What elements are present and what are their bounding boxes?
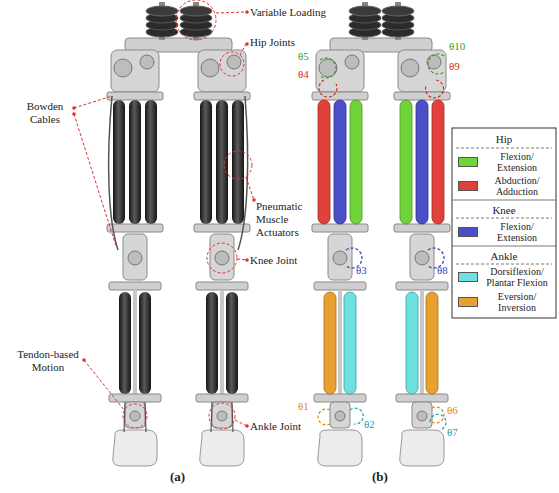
legend-swatch [458, 157, 478, 167]
callout-label: Ankle Joint [250, 420, 301, 433]
callout-label: Pneumatic Muscle Actuators [256, 200, 314, 239]
panel-label: (a) [170, 470, 185, 483]
angle-label: θ3 [356, 264, 367, 277]
angle-label: θ10 [449, 40, 465, 53]
legend-text: Abduction/ Adduction [482, 175, 552, 197]
angle-label: θ2 [364, 418, 375, 431]
angle-label: θ9 [449, 60, 460, 73]
legend-swatch [458, 297, 478, 307]
angle-label: θ8 [437, 264, 448, 277]
panel-label: (b) [372, 470, 388, 483]
legend-text: Flexion/ Extension [482, 221, 552, 243]
angle-label: θ5 [298, 50, 309, 63]
angle-label: θ4 [298, 68, 309, 81]
legend-text: Flexion/ Extension [482, 151, 552, 173]
legend-swatch [458, 227, 478, 237]
legend-swatch [458, 181, 478, 191]
angle-label: θ7 [447, 426, 458, 439]
angle-label: θ1 [298, 400, 309, 413]
callout-label: Tendon-based Motion [12, 348, 84, 374]
callout-label: Bowden Cables [18, 100, 72, 126]
callout-label: Variable Loading [250, 6, 326, 19]
legend-swatch [458, 272, 478, 282]
legend-heading: Ankle [452, 250, 556, 263]
legend-heading: Hip [452, 133, 556, 146]
legend-heading: Knee [452, 204, 556, 217]
callout-label: Knee Joint [250, 254, 297, 267]
callout-label: Hip Joints [250, 36, 295, 49]
angle-label: θ6 [447, 404, 458, 417]
legend-text: Dorsiflexion/ Plantar Flexion [482, 266, 552, 288]
legend-text: Eversion/ Inversion [482, 291, 552, 313]
